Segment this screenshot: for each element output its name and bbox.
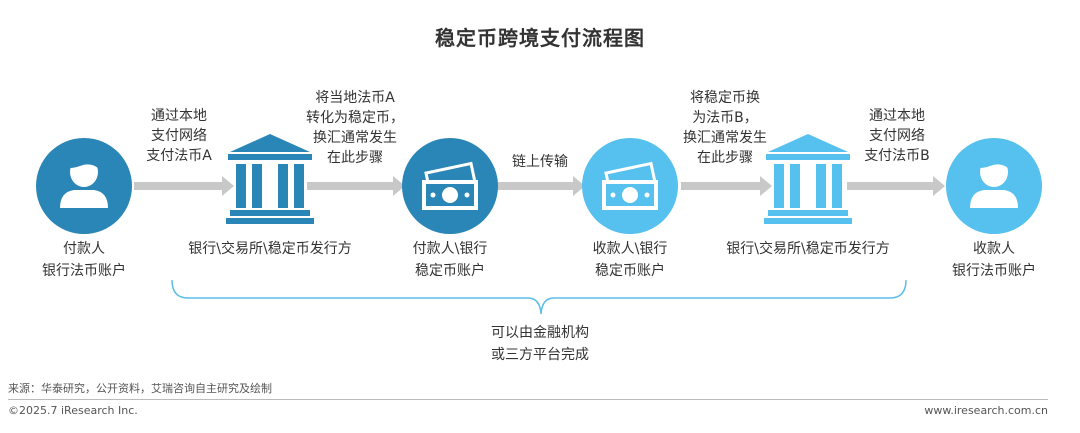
source-note: 来源：华泰研究，公开资料，艾瑞咨询自主研究及绘制 bbox=[8, 382, 272, 395]
step-label-2: 将当地法币A 转化为稳定币， 换汇通常发生 在此步骤 bbox=[306, 90, 404, 166]
footer-divider bbox=[8, 399, 1048, 400]
step-label-1: 通过本地 支付网络 支付法币A bbox=[146, 108, 212, 164]
node-label-payee-stablecoin: 收款人\银行 稳定币账户 bbox=[592, 241, 668, 279]
step-label-3: 链上传输 bbox=[512, 154, 568, 170]
cash-icon bbox=[582, 138, 678, 234]
cash-icon bbox=[402, 138, 498, 234]
bank-icon bbox=[764, 134, 852, 226]
node-label-payer-stablecoin: 付款人\银行 稳定币账户 bbox=[412, 241, 488, 279]
website-link[interactable]: www.iresearch.com.cn bbox=[924, 404, 1048, 417]
person-icon bbox=[946, 138, 1042, 234]
node-label-bank-2: 银行\交易所\稳定币发行方 bbox=[726, 241, 890, 257]
bracket-note: 可以由金融机构 或三方平台完成 bbox=[491, 325, 589, 363]
arrow-3 bbox=[493, 176, 585, 196]
bracket bbox=[171, 279, 907, 315]
step-label-4: 将稳定币换 为法币B， 换汇通常发生 在此步骤 bbox=[683, 90, 767, 166]
arrow-5 bbox=[847, 176, 945, 196]
person-icon bbox=[36, 138, 132, 234]
copyright: ©2025.7 iResearch Inc. bbox=[8, 404, 138, 417]
node-label-payer: 付款人 银行法币账户 bbox=[42, 241, 126, 279]
arrow-4 bbox=[681, 176, 772, 196]
bank-icon bbox=[226, 134, 314, 226]
diagram-title: 稳定币跨境支付流程图 bbox=[435, 26, 645, 50]
node-label-payee: 收款人 银行法币账户 bbox=[952, 241, 1036, 279]
step-label-5: 通过本地 支付网络 支付法币B bbox=[864, 108, 930, 164]
arrow-1 bbox=[134, 176, 234, 196]
node-label-bank-1: 银行\交易所\稳定币发行方 bbox=[188, 241, 352, 257]
arrow-2 bbox=[307, 176, 405, 196]
